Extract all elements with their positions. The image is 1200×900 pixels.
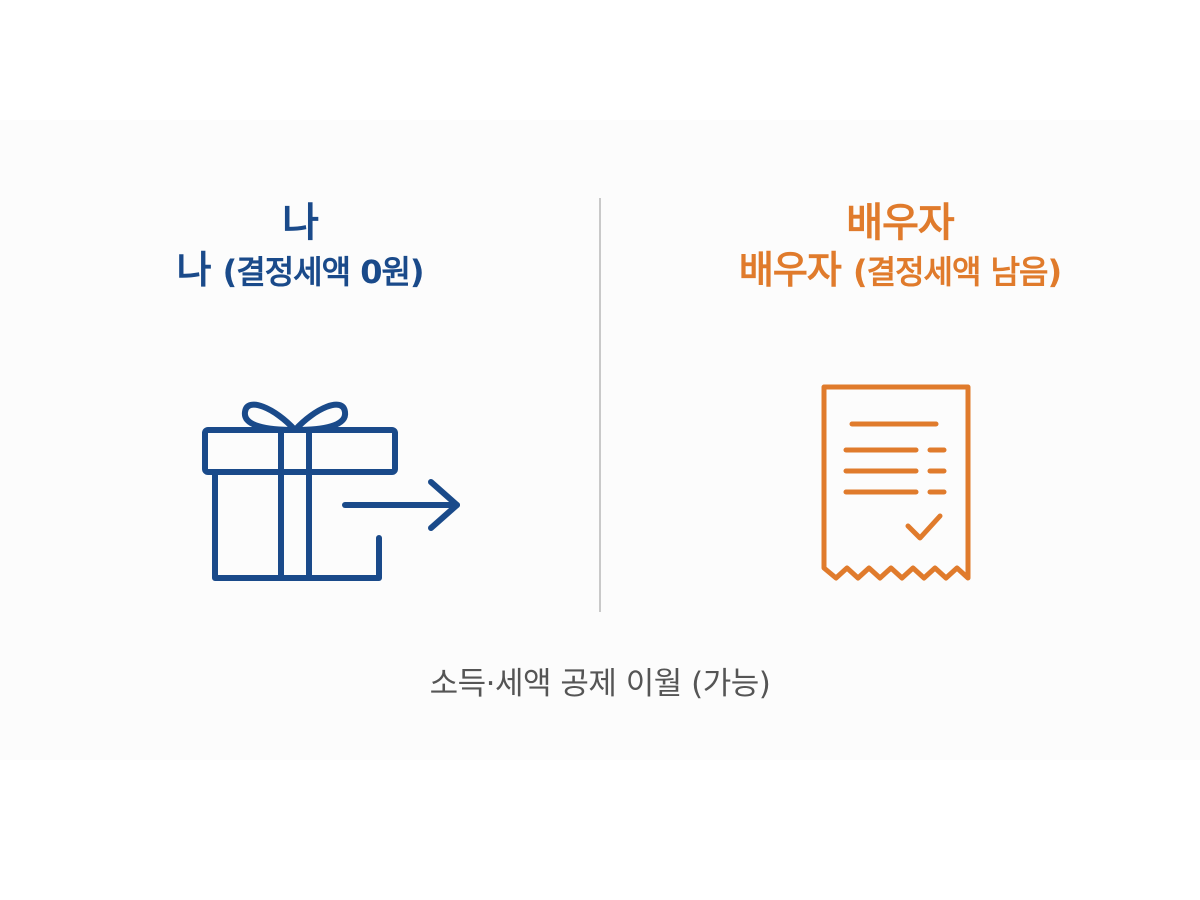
right-title-line2-paren: (결정세액 남음) bbox=[853, 253, 1062, 291]
left-title-line2-main: 나 bbox=[176, 248, 211, 292]
right-title-line2: 배우자 (결정세액 남음) bbox=[640, 246, 1160, 296]
gift-with-arrow-icon bbox=[195, 378, 475, 593]
left-title-line1: 나 bbox=[282, 200, 319, 246]
left-title-line2: 나 (결정세액 0원) bbox=[60, 246, 540, 296]
left-title-line2-paren: (결정세액 0원) bbox=[222, 253, 425, 291]
receipt-check-icon bbox=[810, 378, 980, 593]
right-title-line2-main: 배우자 bbox=[738, 248, 842, 292]
left-title: 나 나 (결정세액 0원) bbox=[60, 200, 540, 296]
right-title-line1: 배우자 bbox=[846, 200, 954, 246]
caption: 소득·세액 공제 이월 (가능) bbox=[429, 666, 771, 702]
center-divider bbox=[599, 198, 601, 612]
right-title: 배우자 배우자 (결정세액 남음) bbox=[640, 200, 1160, 296]
